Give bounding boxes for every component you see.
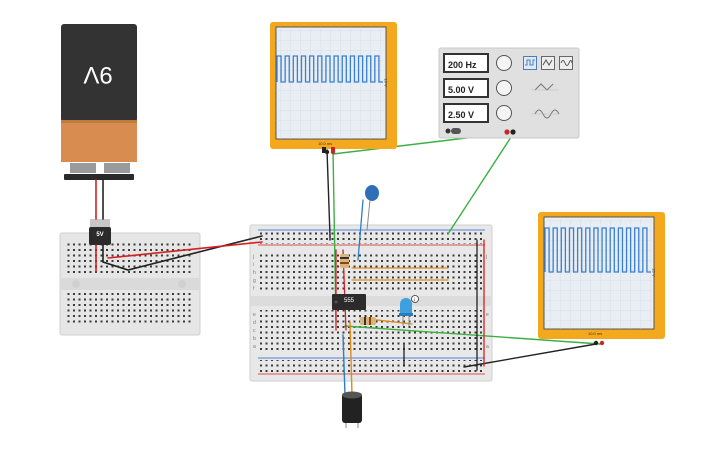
offset-knob[interactable] <box>496 105 512 121</box>
triangle-wave-icon[interactable] <box>541 56 555 70</box>
svg-text:a: a <box>253 344 256 350</box>
voltage-regulator[interactable] <box>89 219 111 245</box>
ceramic-capacitor[interactable] <box>365 185 379 231</box>
oscilloscope-right[interactable] <box>538 212 665 346</box>
battery-label: 9V <box>83 61 113 88</box>
oscilloscope-right-volts: 10 V <box>651 268 657 277</box>
svg-text:a: a <box>486 344 489 350</box>
ic-label: 555 <box>343 298 354 304</box>
frequency-display[interactable]: 200 Hz <box>443 53 489 73</box>
oscilloscope-top-volts: 10 V <box>383 78 389 87</box>
svg-text:e: e <box>253 312 256 318</box>
svg-text:h: h <box>253 270 256 276</box>
oscilloscope-right-scale: 10.0 ms <box>588 331 603 336</box>
svg-text:e: e <box>486 312 489 318</box>
small-breadboard[interactable] <box>59 232 201 336</box>
oscilloscope-top-trace <box>276 55 383 83</box>
resistor-2[interactable] <box>360 317 376 325</box>
frequency-knob[interactable] <box>496 55 512 71</box>
sine-wave-icon[interactable] <box>559 56 573 70</box>
svg-text:i: i <box>414 298 415 304</box>
square-wave-icon[interactable] <box>523 56 537 70</box>
amplitude-knob[interactable] <box>496 80 512 96</box>
svg-text:j: j <box>252 254 254 260</box>
battery-9v[interactable] <box>61 24 137 180</box>
svg-text:j: j <box>485 254 487 260</box>
offset-display[interactable]: 2.50 V <box>443 103 489 123</box>
svg-text:c: c <box>253 328 256 334</box>
resistor-1[interactable] <box>340 254 349 268</box>
oscilloscope-right-trace <box>544 227 651 273</box>
oscilloscope-top[interactable] <box>270 22 397 155</box>
svg-text:g: g <box>253 278 256 284</box>
svg-text:b: b <box>253 336 256 342</box>
svg-text:f: f <box>253 286 255 292</box>
waveform-preview-icons <box>531 83 560 119</box>
regulator-label: 5V <box>96 232 104 238</box>
function-generator[interactable]: 200 Hz 5.00 V 2.50 V <box>439 48 579 138</box>
amplitude-display[interactable]: 5.00 V <box>443 78 489 98</box>
oscilloscope-top-scale: 10.0 ms <box>318 141 333 146</box>
electrolytic-capacitor[interactable] <box>342 391 362 429</box>
led-blue[interactable]: i <box>399 295 419 327</box>
svg-text:i: i <box>253 262 254 268</box>
svg-text:d: d <box>253 320 256 326</box>
ic-555[interactable] <box>332 294 366 310</box>
